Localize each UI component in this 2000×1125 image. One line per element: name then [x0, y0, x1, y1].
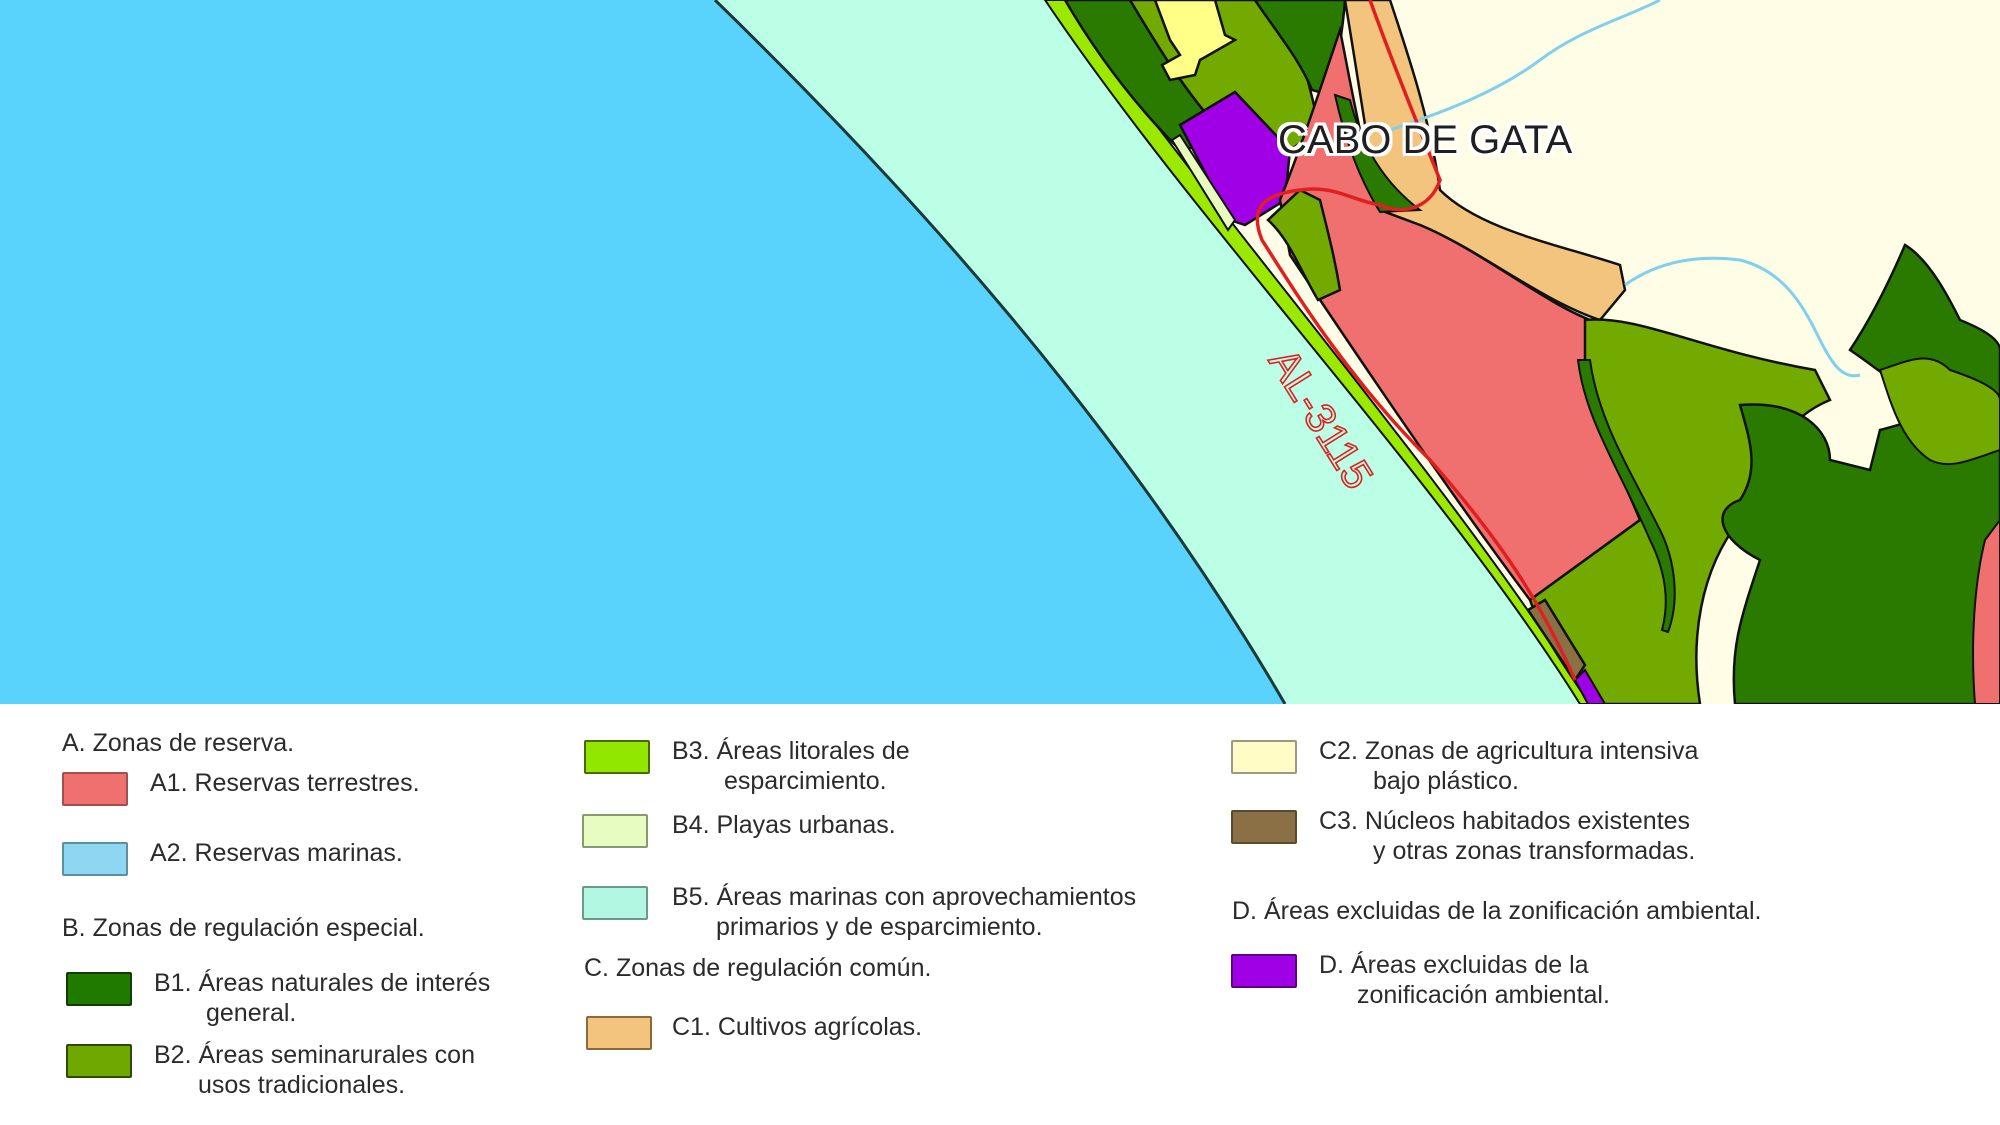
map-canvas: [0, 0, 2000, 704]
zone-a2-marine-reserve: [0, 0, 1285, 704]
zoning-map[interactable]: CABO DE GATA AL-3115: [0, 0, 2000, 704]
swatch-b3: [584, 740, 650, 774]
map-legend: A. Zonas de reserva. A1. Reservas terres…: [0, 704, 2000, 1125]
swatch-b2: [66, 1044, 132, 1078]
legend-heading-d: D. Áreas excluidas de la zonificación am…: [1232, 897, 1762, 925]
swatch-a1: [62, 772, 128, 806]
swatch-b4: [582, 814, 648, 848]
legend-heading-b: B. Zonas de regulación especial.: [62, 914, 425, 942]
swatch-c2: [1231, 740, 1297, 774]
road-al-3115: [1255, 0, 1577, 681]
swatch-c3: [1231, 810, 1297, 844]
legend-heading-c: C. Zonas de regulación común.: [584, 954, 932, 982]
swatch-c1: [586, 1016, 652, 1050]
legend-heading-a: A. Zonas de reserva.: [62, 729, 295, 757]
river: [1389, 0, 1661, 132]
zone-b1-natural-interest: [1721, 403, 2000, 704]
swatch-a2: [62, 842, 128, 876]
swatch-d: [1231, 954, 1297, 988]
swatch-b5: [582, 886, 648, 920]
swatch-b1: [66, 972, 132, 1006]
zone-b5-marine-areas: [715, 0, 1580, 704]
place-label: CABO DE GATA: [1278, 118, 1573, 162]
